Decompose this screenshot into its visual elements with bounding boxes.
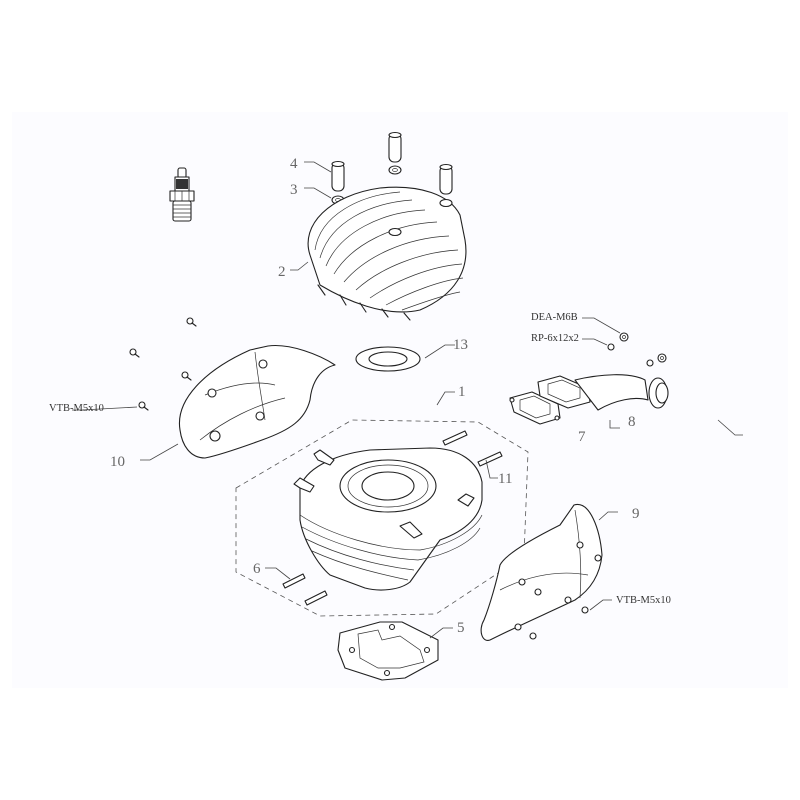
- label-part-8: 8: [628, 414, 636, 430]
- cylinder-head: [307, 186, 467, 321]
- screw-right-3: [581, 606, 589, 614]
- screw-left-2: [129, 348, 140, 358]
- screw-right-1: [594, 554, 602, 562]
- exhaust-manifold: [537, 374, 669, 411]
- label-part-4: 4: [290, 156, 298, 172]
- label-vtb-m5x10-left: VTB-M5x10: [49, 403, 104, 414]
- base-gasket: [337, 621, 439, 681]
- sleeve-nut-right: [439, 163, 453, 195]
- label-part-7: 7: [578, 429, 586, 445]
- screw-right-2: [534, 588, 542, 596]
- stud-6-b: [304, 590, 328, 606]
- stud-6-a: [282, 573, 306, 589]
- washer-exhaust: [646, 359, 654, 367]
- label-part-6: 6: [253, 561, 261, 577]
- right-cylinder-cover: [480, 504, 603, 641]
- screw-left-3: [181, 371, 192, 381]
- screw-right-4: [529, 632, 537, 640]
- spark-plug: [169, 167, 195, 222]
- exhaust-gasket: [509, 391, 561, 425]
- sleeve-nut-top: [388, 131, 402, 175]
- nut-dea-m6b: [619, 332, 629, 342]
- label-part-1: 1: [458, 384, 466, 400]
- label-part-3: 3: [290, 182, 298, 198]
- label-dea-m6b: DEA-M6B: [531, 312, 578, 323]
- label-part-9: 9: [632, 506, 640, 522]
- cylinder: [293, 447, 483, 591]
- stud-11-a: [442, 430, 468, 446]
- label-part-2: 2: [278, 264, 286, 280]
- washer-rp: [607, 343, 615, 351]
- leader-lines: [72, 161, 743, 639]
- left-cylinder-cover: [178, 344, 336, 459]
- label-vtb-m5x10-right: VTB-M5x10: [616, 595, 671, 606]
- label-part-13: 13: [453, 337, 468, 353]
- screw-left-4: [138, 401, 149, 411]
- label-part-10: 10: [110, 454, 125, 470]
- label-rp-6x12x2: RP-6x12x2: [531, 333, 579, 344]
- label-part-5: 5: [457, 620, 465, 636]
- nut-exhaust: [657, 353, 667, 363]
- stud-11-b: [477, 451, 503, 467]
- label-part-11: 11: [498, 471, 513, 487]
- head-gasket: [355, 346, 421, 372]
- sleeve-nut-left: [331, 160, 345, 205]
- screw-left-1: [186, 317, 197, 327]
